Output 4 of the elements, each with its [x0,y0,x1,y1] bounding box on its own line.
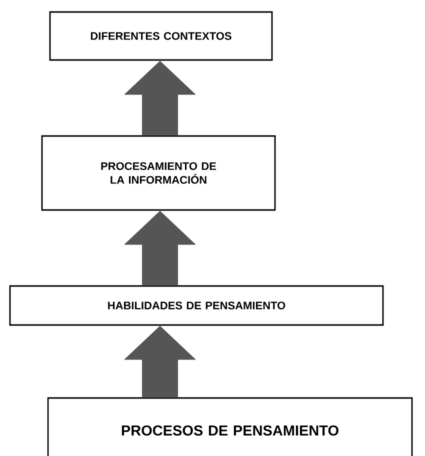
process-box: HABILIDADES DE PENSAMIENTO [9,285,384,326]
process-box: PROCESOS DE PENSAMIENTO [47,397,413,456]
process-box: DIFERENTES CONTEXTOS [49,11,273,61]
process-box: PROCESAMIENTO DE LA INFORMACIÓN [41,135,276,211]
